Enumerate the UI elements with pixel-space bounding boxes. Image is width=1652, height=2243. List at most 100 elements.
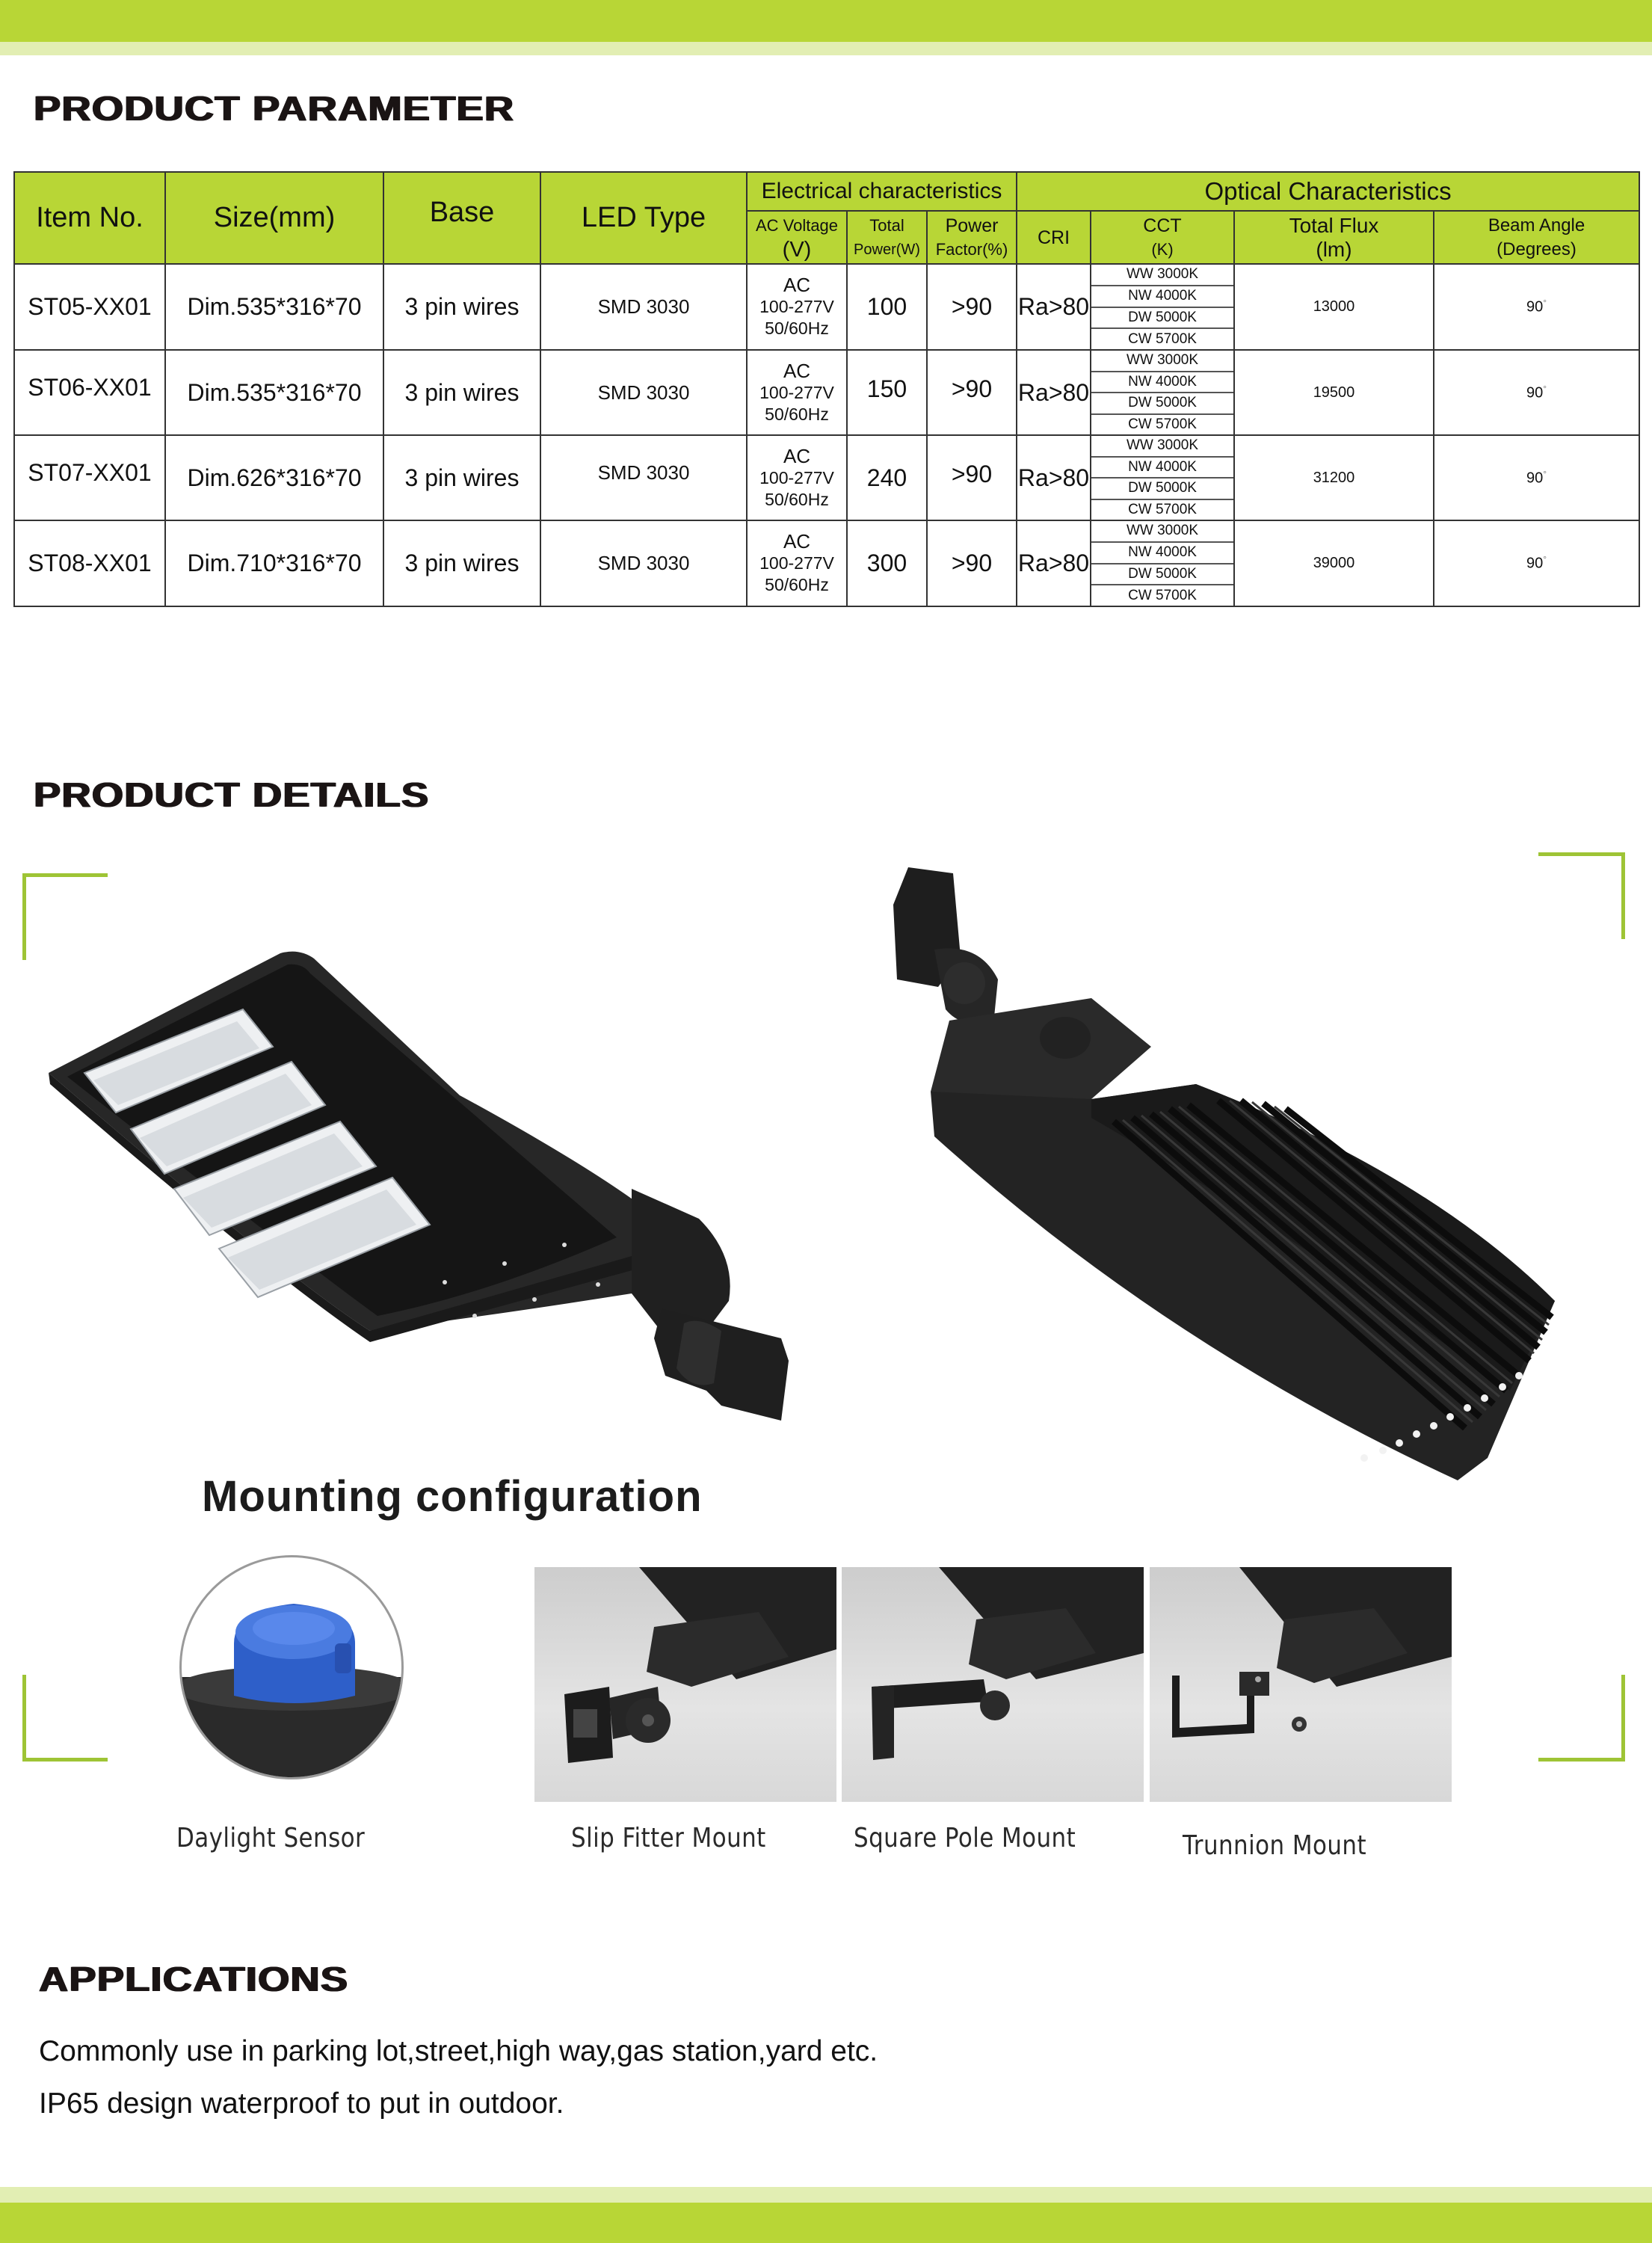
cell-item-no: ST07-XX01 (13, 434, 166, 521)
bottom-brand-bar (0, 2203, 1652, 2243)
header-led-type: LED Type (540, 171, 748, 265)
corner-bracket-top-left (22, 873, 108, 960)
trunnion-mount-icon (1150, 1567, 1452, 1802)
header-total-power: Total Power(W) (846, 210, 928, 265)
top-brand-bar (0, 0, 1652, 42)
corner-bracket-bottom-right (1538, 1675, 1625, 1762)
cell-beam-angle: 90° (1432, 349, 1641, 436)
applications-heading: APPLICATIONS (39, 1960, 349, 1999)
beam-angle-value: 90 (1526, 298, 1544, 316)
corner-bracket-top-right (1538, 852, 1625, 939)
square-pole-mount-icon (842, 1567, 1144, 1802)
table-row: ST06-XX01 Dim.535*316*70 3 pin wires SMD… (13, 349, 1641, 436)
voltage-line-1: AC (783, 444, 811, 467)
shoebox-light-back-heatsink-icon (893, 867, 1555, 1480)
degree-mark: ° (1543, 468, 1547, 479)
degree-mark: ° (1543, 554, 1547, 565)
bottom-brand-bar-light (0, 2187, 1652, 2203)
applications-line-1: Commonly use in parking lot,street,high … (39, 2035, 878, 2067)
cell-base: 3 pin wires (383, 263, 541, 351)
voltage-line-1: AC (783, 274, 811, 296)
header-power-factor: Power Factor(%) (926, 210, 1017, 265)
cell-total-flux: 19500 (1233, 349, 1434, 436)
voltage-line-3: 50/60Hz (765, 489, 829, 509)
header-beam-angle-unit: (Degrees) (1497, 239, 1577, 259)
cell-cri: Ra>80 (1016, 263, 1091, 351)
header-power-factor-label: Power (945, 215, 999, 236)
voltage-line-1: AC (783, 359, 811, 382)
cell-led-type: SMD 3030 (540, 434, 748, 521)
cell-item-no: ST06-XX01 (13, 349, 166, 436)
cell-power-factor: >90 (926, 434, 1017, 521)
cct-option: CW 5700K (1128, 330, 1197, 347)
cct-option: NW 4000K (1091, 543, 1233, 564)
header-size: Size(mm) (164, 171, 384, 265)
daylight-sensor-illustration (182, 1604, 401, 1777)
photocell-sensor-icon (179, 1555, 404, 1779)
header-ac-voltage-label: AC Voltage (755, 215, 839, 235)
header-cri: CRI (1016, 210, 1091, 265)
cell-size: Dim.535*316*70 (164, 349, 384, 436)
caption-daylight-sensor: Daylight Sensor (176, 1823, 366, 1853)
cct-option: NW 4000K (1091, 458, 1233, 479)
header-ac-voltage-unit: (V) (782, 237, 812, 262)
header-base: Base (383, 171, 541, 265)
table-row: ST08-XX01 Dim.710*316*70 3 pin wires SMD… (13, 520, 1641, 607)
header-total-flux-label: Total Flux (1289, 213, 1379, 237)
cct-option: DW 5000K (1091, 308, 1233, 330)
header-electrical-group: Electrical characteristics (746, 171, 1017, 212)
cct-option: DW 5000K (1091, 393, 1233, 415)
cell-cri: Ra>80 (1016, 520, 1091, 607)
cct-option: WW 3000K (1091, 436, 1233, 458)
cell-cri: Ra>80 (1016, 349, 1091, 436)
cct-option: WW 3000K (1091, 521, 1233, 543)
voltage-line-3: 50/60Hz (765, 575, 829, 594)
beam-angle-value: 90 (1526, 555, 1544, 572)
cell-base: 3 pin wires (383, 434, 541, 521)
cct-option: NW 4000K (1091, 372, 1233, 393)
beam-angle-value: 90 (1526, 470, 1544, 487)
header-optical-group: Optical Characteristics (1015, 171, 1641, 212)
cell-power-factor: >90 (926, 520, 1017, 607)
cct-option: CW 5700K (1128, 416, 1197, 432)
cell-cct: WW 3000K NW 4000K DW 5000K CW 5700K (1090, 349, 1235, 436)
degree-mark: ° (1543, 298, 1547, 309)
cct-option: CW 5700K (1128, 587, 1197, 603)
cct-option: DW 5000K (1091, 564, 1233, 586)
table-row: ST05-XX01 Dim.535*316*70 3 pin wires SMD… (13, 263, 1641, 351)
header-total-flux-unit: (lm) (1316, 237, 1352, 261)
caption-slip-fitter-mount: Slip Fitter Mount (571, 1823, 766, 1853)
cell-cct: WW 3000K NW 4000K DW 5000K CW 5700K (1090, 434, 1235, 521)
header-total-power-label: Total (869, 215, 904, 235)
cell-power-factor: >90 (926, 263, 1017, 351)
trunnion-illustration (1172, 1567, 1452, 1738)
cell-item-no: ST08-XX01 (13, 520, 166, 607)
header-beam-angle-label: Beam Angle (1488, 215, 1585, 236)
cct-option: NW 4000K (1091, 286, 1233, 308)
mounting-configuration-heading: Mounting configuration (202, 1472, 703, 1521)
cct-option: WW 3000K (1091, 351, 1233, 372)
header-power-factor-unit: Factor(%) (935, 239, 1008, 259)
degree-mark: ° (1543, 383, 1547, 394)
cell-total-power: 300 (846, 520, 928, 607)
cell-base: 3 pin wires (383, 349, 541, 436)
square-pole-illustration (872, 1567, 1144, 1760)
cell-item-no: ST05-XX01 (13, 263, 166, 351)
product-details-heading: PRODUCT DETAILS (34, 775, 430, 814)
cell-total-flux: 31200 (1233, 434, 1434, 521)
slip-fitter-illustration (564, 1567, 836, 1763)
cct-option: CW 5700K (1128, 501, 1197, 517)
header-cct-unit: (K) (1151, 239, 1174, 259)
shoebox-light-front-icon (49, 951, 789, 1421)
cell-power-factor: >90 (926, 349, 1017, 436)
corner-bracket-bottom-left (22, 1675, 108, 1762)
cell-led-type: SMD 3030 (540, 263, 748, 351)
beam-angle-value: 90 (1526, 384, 1544, 401)
header-beam-angle: Beam Angle (Degrees) (1432, 210, 1641, 265)
header-item-no: Item No. (13, 171, 166, 265)
header-cct: CCT (K) (1090, 210, 1235, 265)
cell-total-power: 240 (846, 434, 928, 521)
cell-size: Dim.710*316*70 (164, 520, 384, 607)
cell-total-power: 100 (846, 263, 928, 351)
header-ac-voltage: AC Voltage (V) (746, 210, 848, 265)
